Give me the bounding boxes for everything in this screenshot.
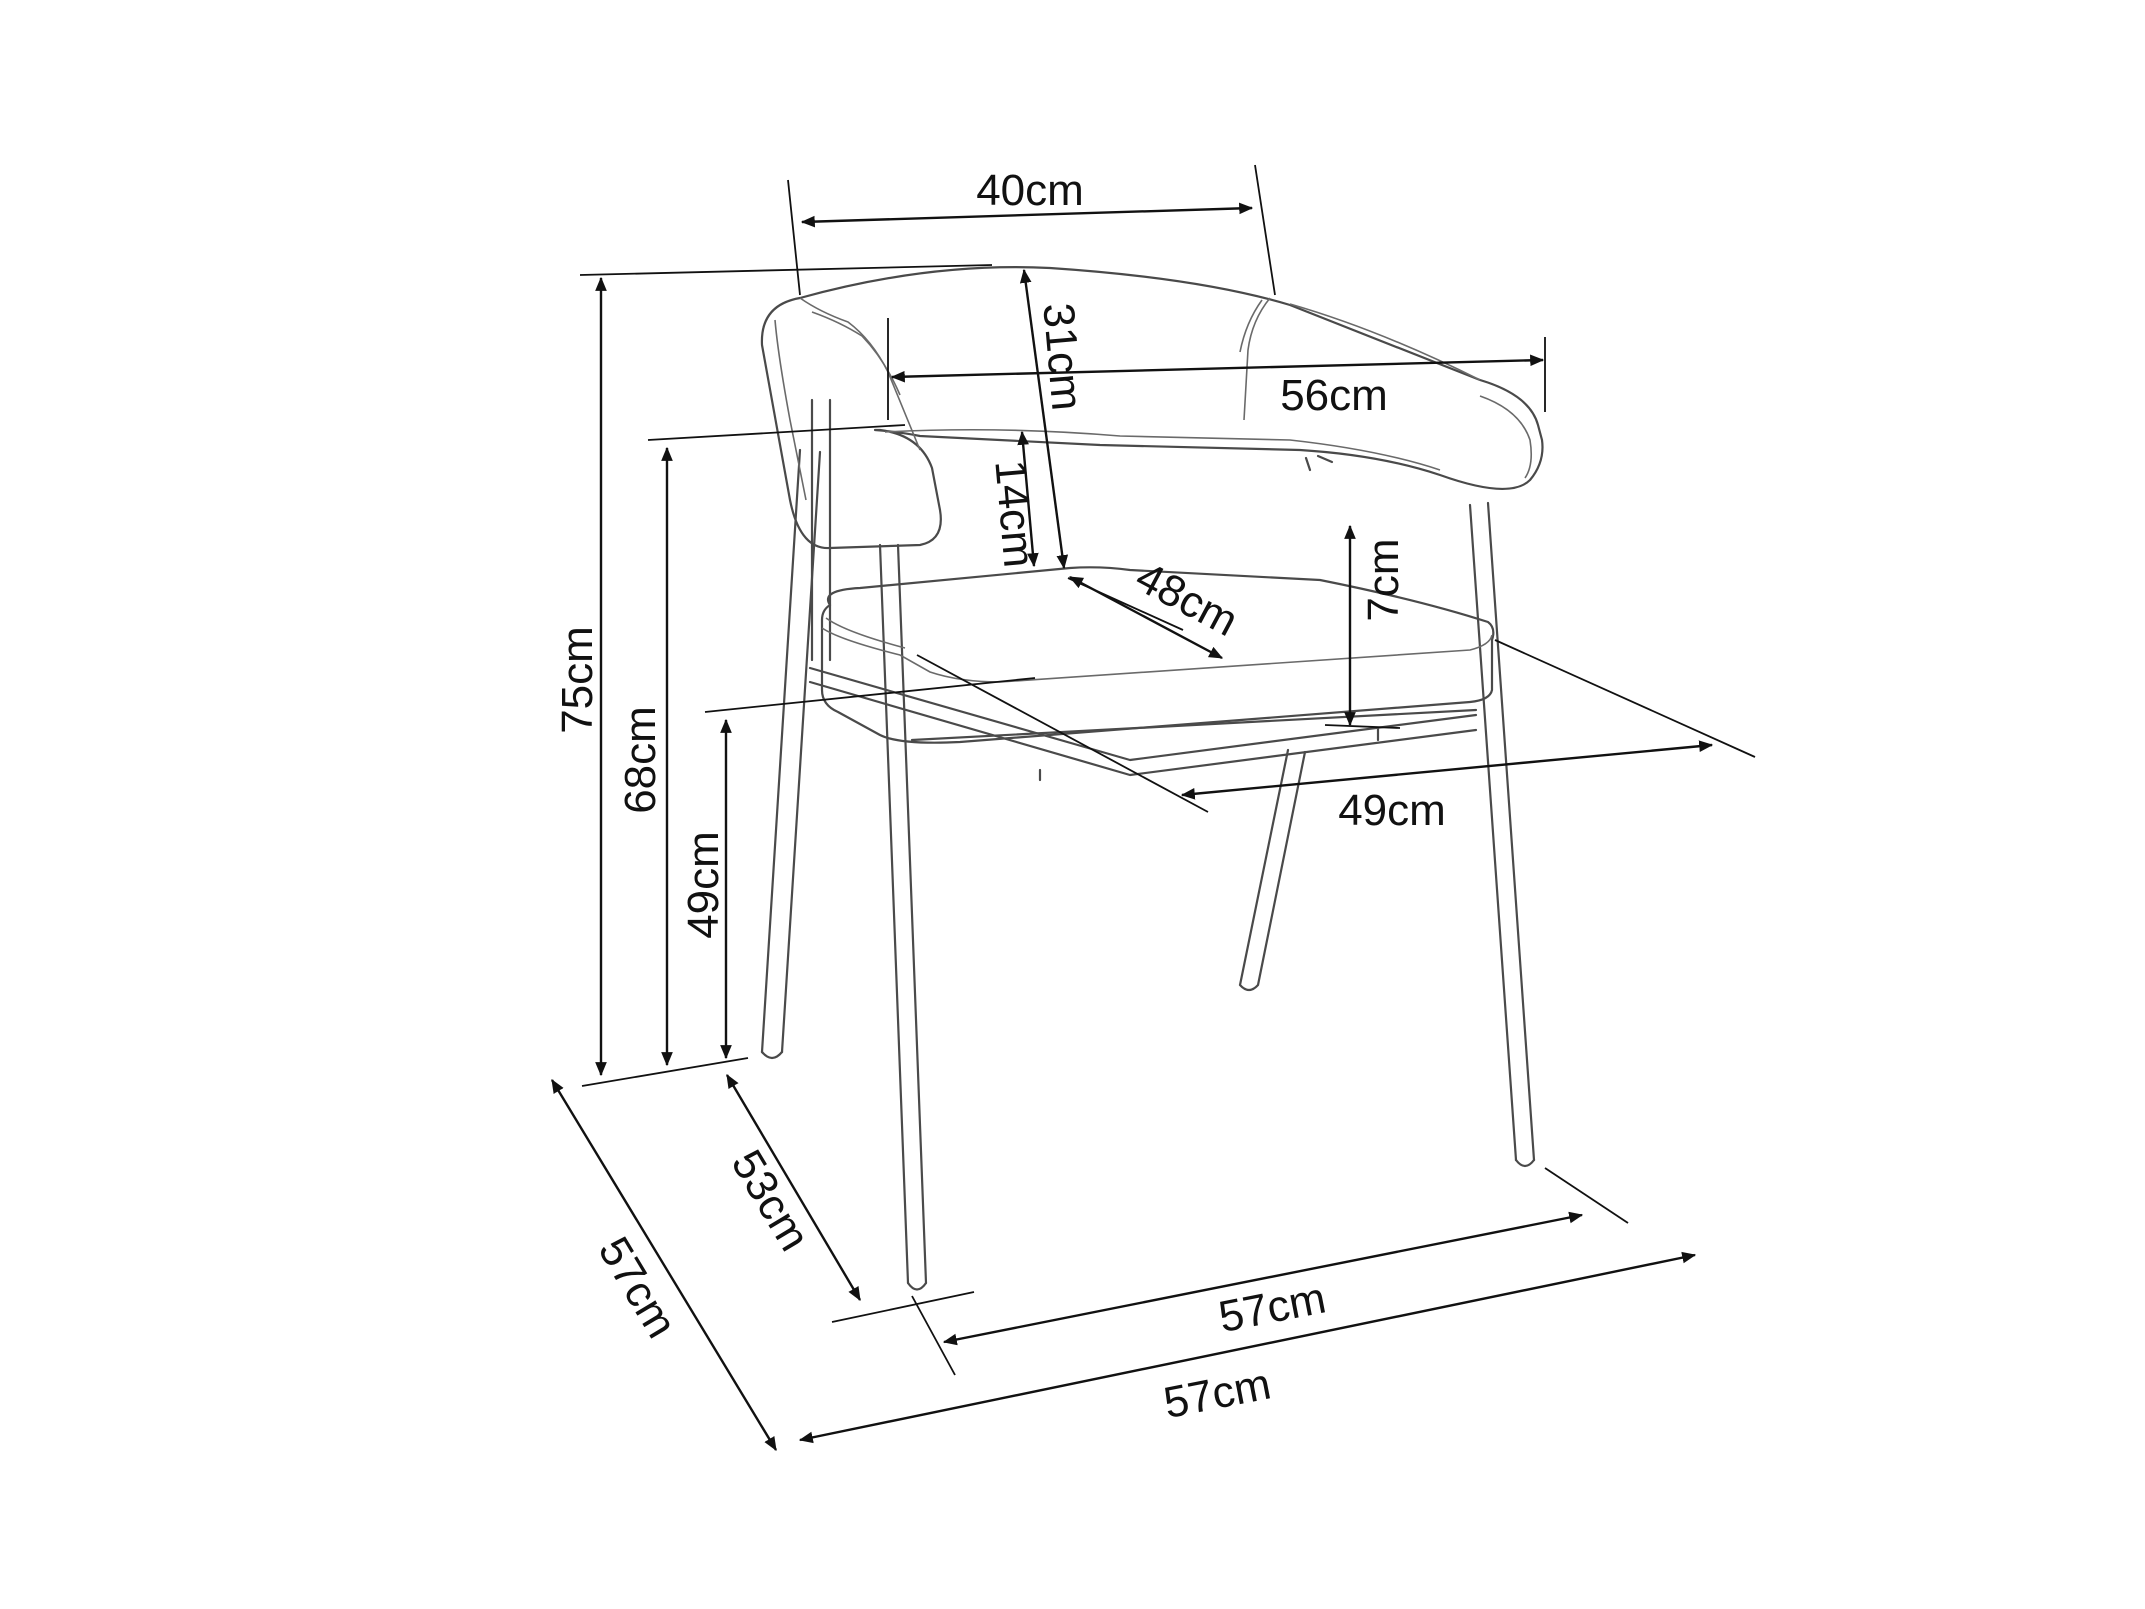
back-leg-right (1238, 454, 1334, 992)
dimension-lines (550, 202, 1714, 1451)
dim-line-overall-depth (550, 1079, 778, 1451)
label-overall-width-arms: 56cm (1280, 371, 1388, 420)
front-leg-left (760, 448, 822, 1060)
label-seat-depth: 48cm (1128, 552, 1246, 646)
dim-line-backrest-height (1019, 268, 1069, 570)
label-total-height: 75cm (553, 626, 602, 734)
dim-line-overall-width-arms (890, 354, 1545, 383)
backrest-shell (760, 266, 1544, 550)
label-seat-thickness: 7cm (1359, 538, 1408, 621)
label-backrest-width: 40cm (976, 166, 1084, 215)
back-leg-left (810, 398, 832, 662)
label-overall-width: 57cm (1160, 1359, 1275, 1428)
dim-line-seat-width (1180, 740, 1714, 800)
label-seat-height: 49cm (679, 831, 728, 939)
label-overall-depth: 57cm (589, 1229, 686, 1346)
dim-line-backrest-width (800, 202, 1254, 228)
chair-drawing (760, 266, 1544, 1291)
label-armrest-height-above-seat: 14cm (985, 458, 1043, 569)
label-backrest-height: 31cm (1033, 301, 1091, 412)
front-leg-right (1468, 501, 1536, 1168)
dim-line-armrest-height-above-seat (1017, 430, 1039, 568)
dimension-labels: 40cm 56cm 31cm 14cm 48cm 7cm 49cm 75cm 6… (553, 166, 1446, 1428)
dim-line-overall-width (798, 1251, 1697, 1444)
seat-cushion (820, 566, 1495, 744)
dim-line-seat-depth (1068, 575, 1224, 660)
seat-frame (808, 666, 1478, 782)
label-armrest-height: 68cm (616, 706, 665, 814)
label-seat-width: 49cm (1338, 786, 1446, 835)
label-leg-depth: 53cm (722, 1142, 819, 1259)
